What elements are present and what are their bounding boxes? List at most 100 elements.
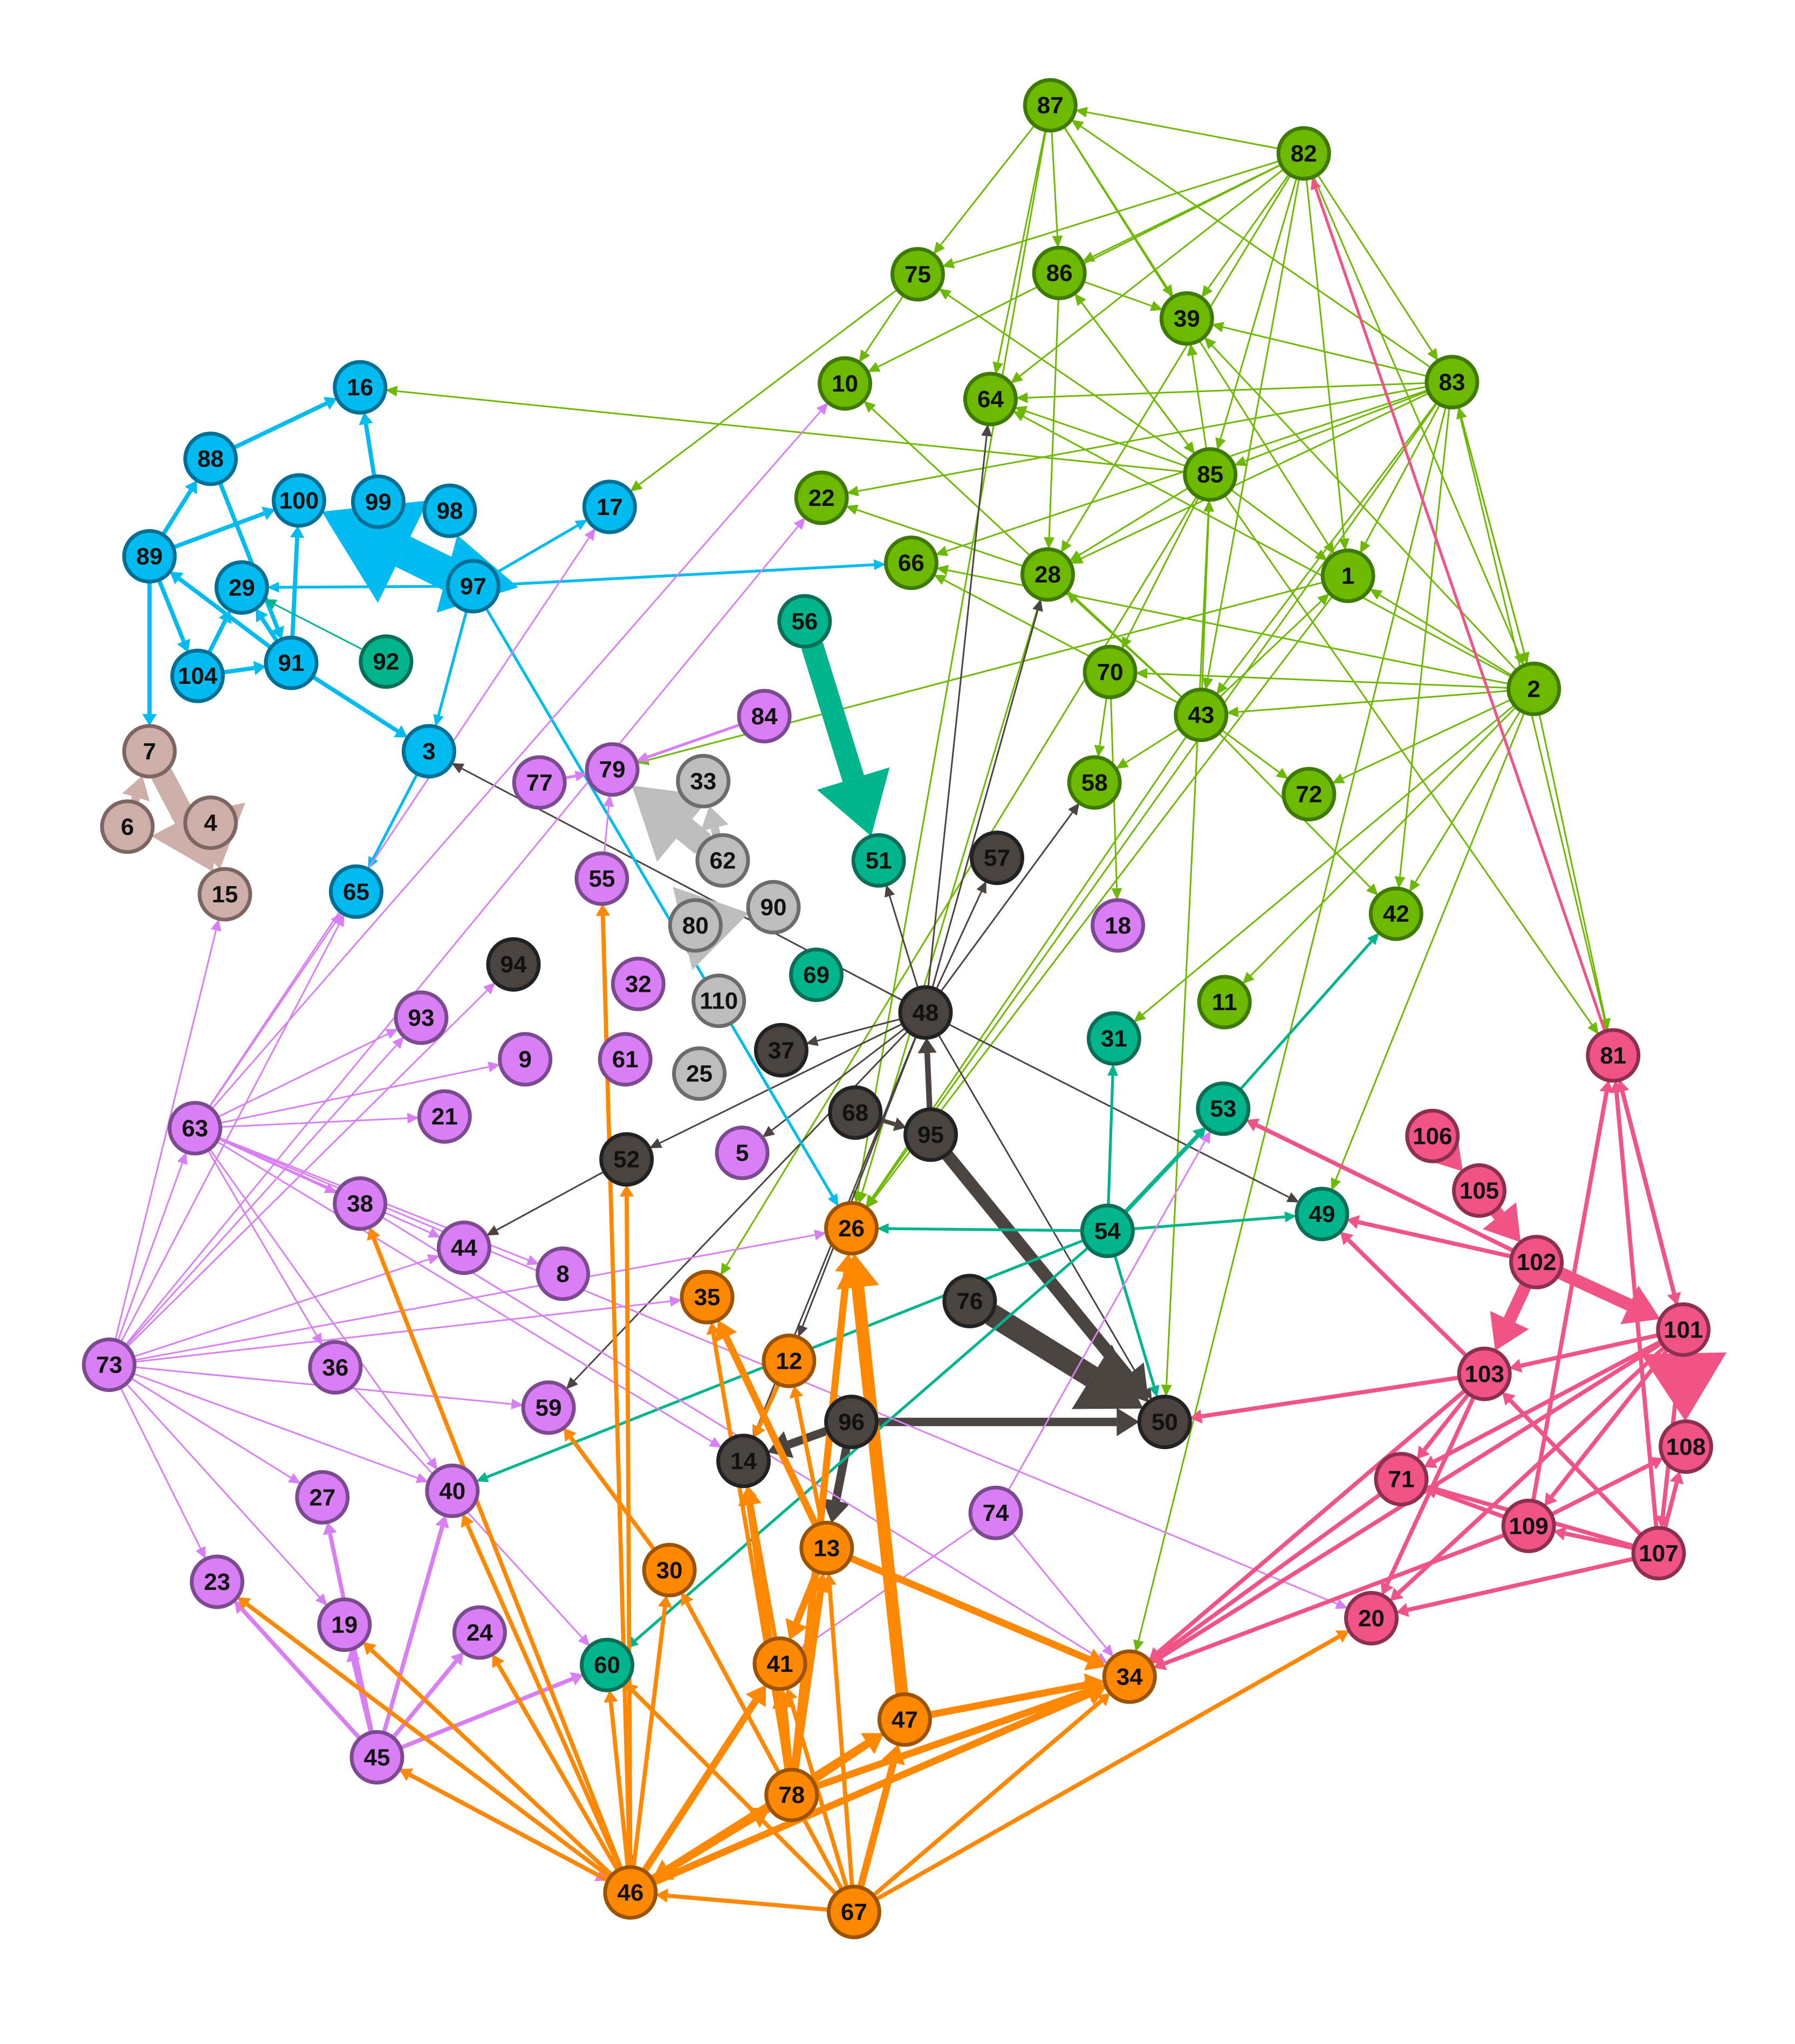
node-81[interactable]: 81 [1586, 1028, 1641, 1083]
node-10[interactable]: 10 [818, 356, 872, 411]
node-24[interactable]: 24 [452, 1605, 507, 1660]
node-36[interactable]: 36 [308, 1340, 363, 1395]
node-74[interactable]: 74 [968, 1485, 1023, 1540]
node-20[interactable]: 20 [1344, 1590, 1399, 1645]
node-21[interactable]: 21 [417, 1089, 472, 1144]
node-14[interactable]: 14 [716, 1433, 771, 1489]
node-89[interactable]: 89 [122, 529, 177, 584]
node-97[interactable]: 97 [446, 559, 501, 614]
node-52[interactable]: 52 [599, 1132, 654, 1187]
node-35[interactable]: 35 [680, 1270, 735, 1325]
node-19[interactable]: 19 [317, 1597, 372, 1652]
node-15[interactable]: 15 [197, 867, 252, 922]
node-84[interactable]: 84 [737, 689, 792, 744]
node-46[interactable]: 46 [603, 1865, 658, 1920]
node-65[interactable]: 65 [328, 864, 383, 919]
node-5[interactable]: 5 [715, 1126, 770, 1181]
node-34[interactable]: 34 [1102, 1649, 1157, 1704]
node-67[interactable]: 67 [826, 1884, 881, 1939]
node-73[interactable]: 73 [81, 1337, 136, 1392]
node-12[interactable]: 12 [762, 1333, 817, 1388]
node-94[interactable]: 94 [486, 937, 541, 992]
node-83[interactable]: 83 [1424, 355, 1479, 410]
node-28[interactable]: 28 [1020, 547, 1075, 602]
node-88[interactable]: 88 [183, 431, 238, 486]
node-59[interactable]: 59 [521, 1380, 576, 1435]
node-40[interactable]: 40 [425, 1463, 480, 1518]
node-25[interactable]: 25 [672, 1046, 727, 1101]
node-26[interactable]: 26 [824, 1201, 879, 1256]
node-58[interactable]: 58 [1067, 755, 1122, 810]
node-30[interactable]: 30 [642, 1542, 697, 1597]
node-57[interactable]: 57 [969, 831, 1024, 886]
node-109[interactable]: 109 [1501, 1498, 1556, 1553]
node-49[interactable]: 49 [1294, 1186, 1349, 1242]
node-76[interactable]: 76 [942, 1273, 997, 1328]
node-61[interactable]: 61 [598, 1032, 653, 1087]
node-69[interactable]: 69 [789, 948, 844, 1002]
node-27[interactable]: 27 [295, 1470, 350, 1525]
node-79[interactable]: 79 [585, 742, 640, 797]
node-92[interactable]: 92 [359, 634, 414, 689]
node-90[interactable]: 90 [746, 880, 801, 935]
node-3[interactable]: 3 [401, 724, 456, 779]
node-95[interactable]: 95 [903, 1107, 958, 1162]
node-13[interactable]: 13 [799, 1520, 854, 1575]
node-4[interactable]: 4 [183, 795, 238, 850]
node-54[interactable]: 54 [1080, 1203, 1135, 1258]
node-48[interactable]: 48 [898, 985, 953, 1040]
node-102[interactable]: 102 [1509, 1234, 1564, 1289]
node-41[interactable]: 41 [752, 1636, 807, 1691]
node-105[interactable]: 105 [1452, 1163, 1507, 1218]
node-66[interactable]: 66 [883, 536, 938, 591]
node-39[interactable]: 39 [1159, 291, 1214, 346]
node-37[interactable]: 37 [753, 1023, 809, 1078]
node-70[interactable]: 70 [1083, 644, 1138, 699]
node-62[interactable]: 62 [695, 833, 750, 888]
node-7[interactable]: 7 [122, 724, 177, 779]
node-103[interactable]: 103 [1457, 1346, 1512, 1401]
node-64[interactable]: 64 [963, 372, 1018, 427]
node-29[interactable]: 29 [214, 560, 269, 615]
node-71[interactable]: 71 [1374, 1452, 1429, 1507]
node-6[interactable]: 6 [100, 799, 155, 854]
node-110[interactable]: 110 [691, 973, 746, 1028]
node-18[interactable]: 18 [1091, 898, 1146, 953]
node-47[interactable]: 47 [877, 1692, 932, 1747]
node-8[interactable]: 8 [536, 1246, 591, 1301]
node-17[interactable]: 17 [582, 479, 637, 534]
node-23[interactable]: 23 [189, 1554, 244, 1609]
node-50[interactable]: 50 [1137, 1395, 1192, 1450]
node-78[interactable]: 78 [764, 1767, 819, 1822]
node-60[interactable]: 60 [579, 1637, 634, 1692]
node-31[interactable]: 31 [1086, 1011, 1141, 1066]
node-93[interactable]: 93 [394, 990, 449, 1045]
node-63[interactable]: 63 [168, 1101, 222, 1156]
node-43[interactable]: 43 [1174, 688, 1229, 742]
node-45[interactable]: 45 [350, 1730, 405, 1785]
node-85[interactable]: 85 [1183, 447, 1238, 502]
node-32[interactable]: 32 [611, 956, 666, 1011]
node-11[interactable]: 11 [1197, 975, 1252, 1030]
node-77[interactable]: 77 [512, 755, 567, 810]
node-98[interactable]: 98 [422, 483, 477, 538]
node-101[interactable]: 101 [1656, 1302, 1711, 1357]
node-104[interactable]: 104 [170, 648, 225, 703]
node-80[interactable]: 80 [668, 898, 723, 953]
node-9[interactable]: 9 [498, 1032, 553, 1087]
node-107[interactable]: 107 [1631, 1526, 1686, 1581]
node-87[interactable]: 87 [1023, 78, 1078, 133]
node-108[interactable]: 108 [1659, 1419, 1714, 1474]
node-42[interactable]: 42 [1368, 886, 1423, 941]
node-96[interactable]: 96 [824, 1395, 879, 1450]
node-86[interactable]: 86 [1032, 245, 1087, 300]
node-99[interactable]: 99 [351, 474, 406, 529]
node-33[interactable]: 33 [676, 753, 731, 808]
node-75[interactable]: 75 [890, 247, 945, 302]
node-82[interactable]: 82 [1276, 126, 1331, 181]
node-55[interactable]: 55 [574, 851, 629, 906]
node-22[interactable]: 22 [794, 470, 849, 525]
node-1[interactable]: 1 [1320, 548, 1375, 603]
node-91[interactable]: 91 [264, 635, 319, 690]
node-2[interactable]: 2 [1506, 661, 1561, 716]
